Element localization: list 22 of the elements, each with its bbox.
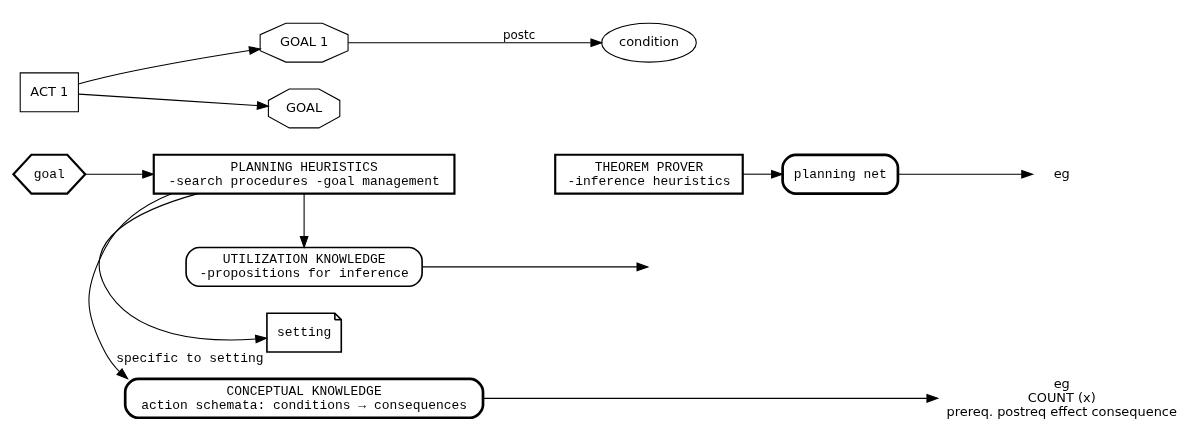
arrow: [84, 169, 156, 179]
edge-label: postc: [503, 27, 536, 42]
arrow: [78, 93, 270, 110]
arrow: [482, 393, 940, 403]
node-box: planning net: [781, 152, 900, 195]
node-box: UTILIZATION KNOWLEDGE -propositions for inference: [185, 246, 423, 287]
node-ellipse: condition: [601, 22, 697, 63]
arrow: [98, 192, 269, 344]
arrow: [347, 37, 604, 47]
arrow: [742, 169, 784, 179]
arrow: [299, 192, 309, 249]
arrow: [897, 169, 1035, 179]
node-box: PLANNING HEURISTICS -search procedures -goal management: [152, 153, 456, 195]
arrow: [421, 261, 650, 271]
node-box: CONCEPTUAL KNOWLEDGE action schemata: conditions → consequences: [123, 377, 485, 419]
node-box: ACT 1: [19, 71, 79, 112]
arrow: [88, 192, 173, 380]
node-box: THEOREM PROVER -inference heuristics: [554, 153, 744, 195]
node-text: eg: [1053, 165, 1070, 181]
node-label: specific to setting: [116, 350, 264, 366]
arrow: [77, 45, 262, 84]
node-text: eg COUNT (x) prereq. postreq effect consequence: [946, 375, 1177, 419]
